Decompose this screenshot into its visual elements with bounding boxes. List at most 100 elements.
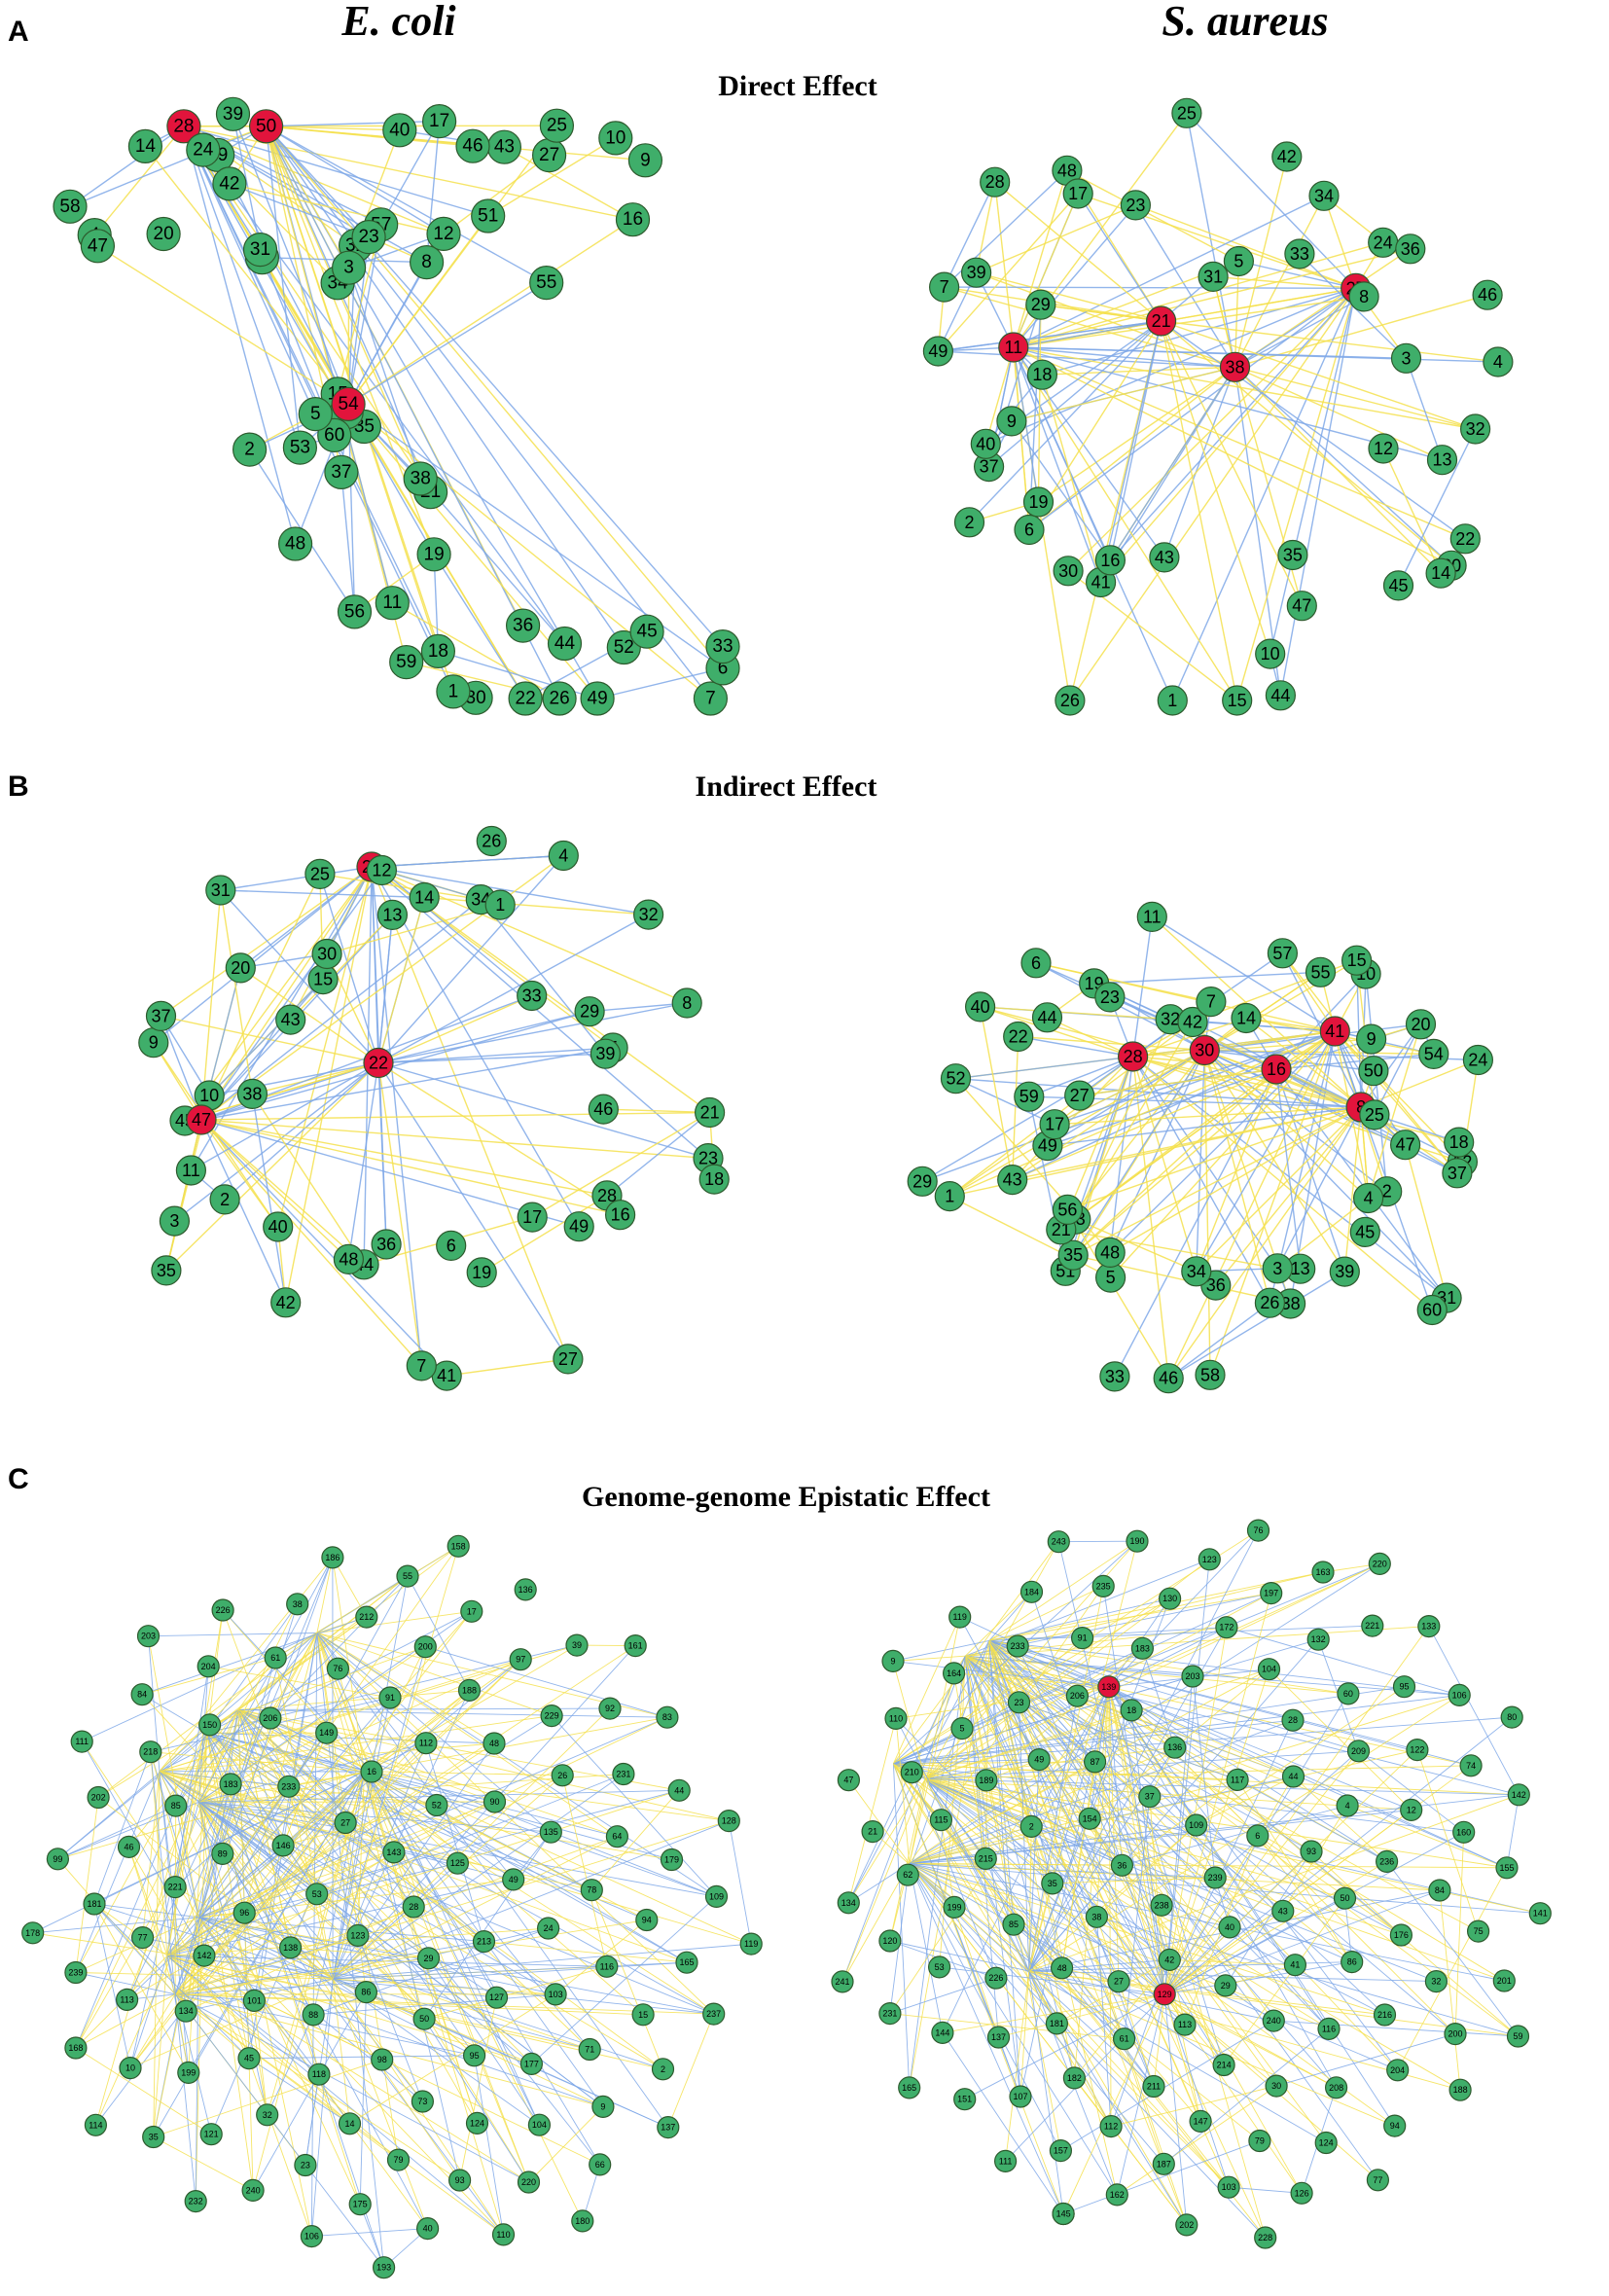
node-C_saureus-29: 29 — [1214, 1974, 1237, 1997]
node-label: 45 — [637, 622, 658, 642]
node-B_saureus-7: 7 — [1196, 986, 1227, 1018]
node-circle — [483, 1790, 507, 1813]
edge-B_ecoli-1 — [371, 866, 709, 1160]
node-B_ecoli-27: 27 — [553, 1344, 584, 1375]
node-label: 199 — [947, 1902, 961, 1912]
edge-A_ecoli-46 — [69, 126, 267, 207]
node-label: 32 — [263, 2110, 272, 2120]
edge-C_ecoli-300 — [332, 1646, 426, 1980]
node-circle — [1014, 1081, 1045, 1112]
edge-C_saureus-417 — [985, 1647, 1143, 1781]
node-B_saureus-15: 15 — [1341, 945, 1373, 976]
edge-B_ecoli-57 — [200, 1119, 422, 1367]
node-C_ecoli-220: 220 — [517, 2170, 541, 2194]
node-circle — [278, 526, 313, 561]
node-label: 188 — [462, 1685, 477, 1695]
edge-C_ecoli-84 — [243, 1632, 318, 1914]
node-label: 6 — [1255, 1831, 1260, 1841]
node-circle — [145, 1000, 177, 1032]
node-label: 123 — [350, 1930, 365, 1940]
edge-C_saureus-393 — [1122, 1805, 1348, 1866]
edge-C_ecoli-347 — [93, 1903, 168, 1956]
edge-C_saureus-325 — [1164, 1961, 1352, 1995]
edge-C_saureus-90 — [988, 1639, 1460, 1696]
edge-C_saureus-288 — [1019, 1702, 1030, 1972]
node-A_ecoli-56: 56 — [337, 594, 373, 629]
edge-C_saureus-279 — [1028, 1970, 1274, 2022]
node-circle — [116, 1988, 139, 2011]
node-label: 22 — [1009, 1027, 1028, 1047]
edge-C_saureus-356 — [895, 1718, 1165, 1995]
edge-A_saureus-43 — [1238, 260, 1356, 289]
node-label: 5 — [1234, 252, 1243, 271]
edge-C_saureus-62 — [988, 1640, 1015, 1925]
node-label: 26 — [550, 689, 570, 709]
edge-C_saureus-268 — [909, 1863, 1064, 2214]
node-C_ecoli-66: 66 — [589, 2153, 612, 2176]
node-label: 160 — [1456, 1827, 1471, 1837]
node-B_saureus-35: 35 — [1057, 1239, 1089, 1271]
node-label: 17 — [522, 1207, 542, 1227]
node-label: 15 — [313, 970, 333, 989]
node-circle — [544, 1983, 567, 2006]
node-label: 40 — [971, 997, 990, 1017]
edge-C_saureus-434 — [1060, 2020, 1274, 2151]
node-circle — [705, 628, 740, 664]
node-B_ecoli-26: 26 — [476, 825, 507, 857]
edge-C_saureus-443 — [847, 1718, 897, 1903]
node-C_ecoli-136: 136 — [514, 1578, 537, 1601]
node-label: 124 — [470, 2118, 484, 2128]
edge-C_ecoli-408 — [244, 1862, 458, 1914]
node-C_ecoli-55: 55 — [396, 1564, 419, 1588]
node-label: 48 — [1100, 1242, 1120, 1262]
edge-C_saureus-331 — [1153, 1993, 1165, 2087]
edge-C_saureus-208 — [924, 1597, 1170, 1779]
edge-B_saureus-106 — [1281, 952, 1336, 1032]
edge-C_ecoli-134 — [159, 1657, 276, 1773]
edge-C_saureus-316 — [1163, 1910, 1284, 1995]
edge-C_saureus-186 — [924, 1778, 1170, 1960]
node-C_saureus-61: 61 — [1112, 2027, 1136, 2051]
node-circle — [953, 507, 985, 538]
node-label: 10 — [199, 1086, 219, 1105]
edge-B_ecoli-54 — [200, 1119, 621, 1216]
edge-C_saureus-257 — [909, 1694, 1460, 1864]
edge-C_saureus-385 — [1077, 1695, 1294, 1777]
node-label: 137 — [661, 2123, 675, 2133]
node-label: 36 — [1206, 1275, 1226, 1295]
edge-C_saureus-446 — [1439, 1889, 1461, 2091]
node-B_saureus-9: 9 — [1355, 1023, 1387, 1055]
edge-A_ecoli-17 — [183, 126, 633, 221]
node-C_saureus-147: 147 — [1189, 2109, 1212, 2133]
node-label: 60 — [1343, 1689, 1353, 1699]
edge-B_saureus-151 — [1404, 1144, 1448, 1299]
node-label: 5 — [310, 404, 321, 424]
node-B_ecoli-11: 11 — [175, 1155, 206, 1186]
edge-C_ecoli-331 — [166, 1742, 495, 1956]
node-circle — [960, 257, 992, 288]
node-label: 61 — [270, 1653, 280, 1663]
node-circle — [264, 1646, 287, 1669]
node-circle — [484, 889, 516, 920]
edge-C_ecoli-187 — [197, 1609, 224, 1803]
node-label: 45 — [1355, 1222, 1375, 1241]
edge-C_ecoli-368 — [175, 1993, 475, 2057]
edge-C_saureus-55 — [988, 1640, 1312, 1852]
node-label: 23 — [1126, 196, 1145, 215]
node-C_saureus-155: 155 — [1495, 1856, 1519, 1880]
node-label: 128 — [722, 1816, 736, 1826]
node-circle — [540, 1704, 563, 1728]
node-label: 12 — [372, 861, 391, 880]
node-label: 36 — [513, 616, 533, 636]
node-A_saureus-33: 33 — [1284, 238, 1315, 269]
node-label: 55 — [403, 1571, 412, 1581]
edge-C_ecoli-307 — [333, 1961, 688, 1980]
node-C_saureus-115: 115 — [929, 1809, 953, 1832]
edge-A_ecoli-41 — [266, 126, 474, 147]
node-label: 41 — [1325, 1022, 1344, 1041]
node-C_saureus-60: 60 — [1337, 1682, 1360, 1705]
node-C_ecoli-221: 221 — [163, 1875, 187, 1899]
node-label: 44 — [554, 633, 576, 654]
node-C_ecoli-44: 44 — [667, 1778, 691, 1802]
node-circle — [236, 1078, 268, 1110]
